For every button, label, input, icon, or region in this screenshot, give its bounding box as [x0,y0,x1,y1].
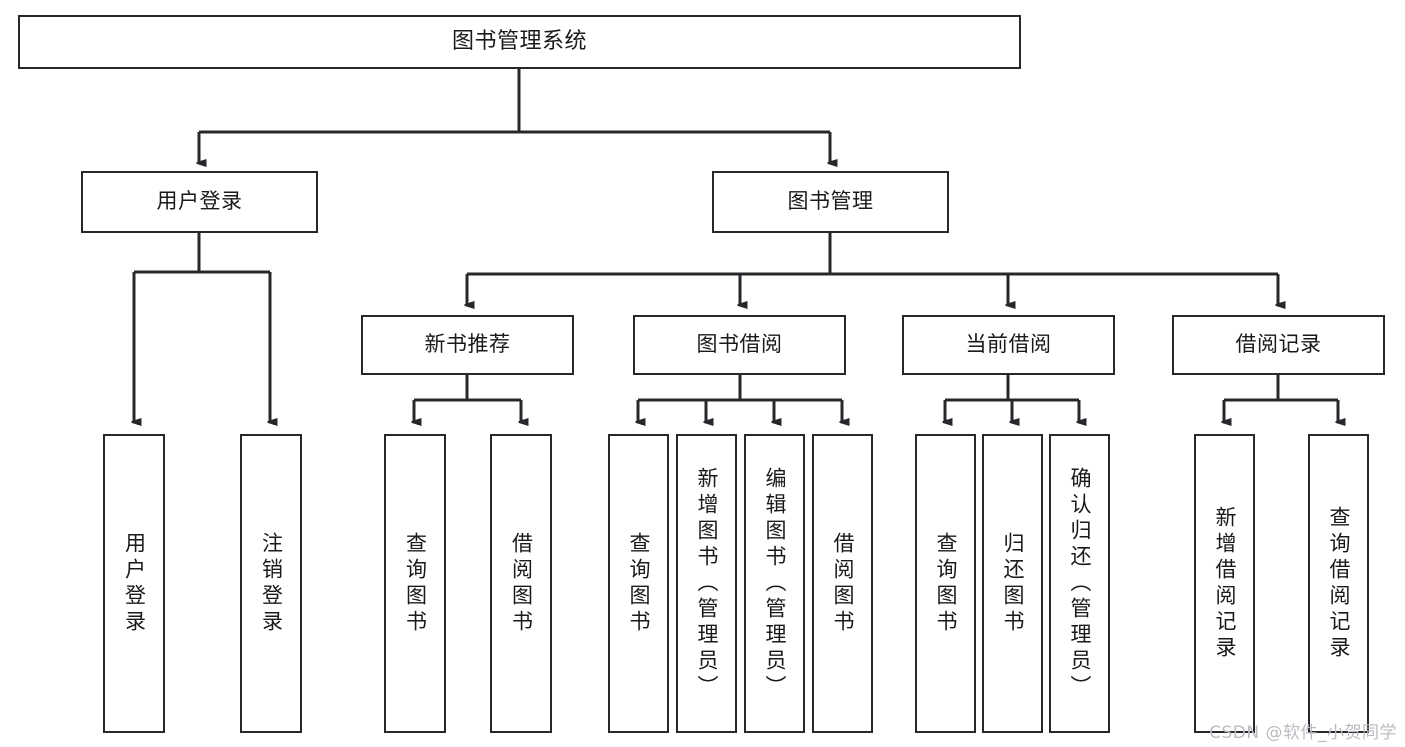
node-label: 查询借阅记录 [1327,505,1351,662]
node-label: 查询图书 [403,531,428,636]
node-label: 借阅记录 [1235,332,1322,357]
leaf-borrow-book-2[interactable]: 借阅图书 [812,434,873,733]
leaf-user-login[interactable]: 用户登录 [103,434,165,733]
leaf-confirm-return[interactable]: 确认归还（管理员） [1049,434,1110,733]
node-label: 注销登录 [259,531,284,636]
leaf-user-logout[interactable]: 注销登录 [240,434,302,733]
node-user-login[interactable]: 用户登录 [81,171,318,233]
node-label: 用户登录 [122,531,147,636]
node-borrow-record[interactable]: 借阅记录 [1172,315,1385,375]
leaf-query-book-1[interactable]: 查询图书 [384,434,446,733]
node-current-borrow[interactable]: 当前借阅 [902,315,1115,375]
node-label: 确认归还（管理员） [1068,466,1092,701]
node-label: 图书管理系统 [451,28,587,54]
leaf-add-record[interactable]: 新增借阅记录 [1194,434,1255,733]
node-label: 图书管理 [787,189,874,214]
node-label: 借阅图书 [509,531,534,636]
node-label: 用户登录 [156,189,243,214]
leaf-query-book-2[interactable]: 查询图书 [608,434,669,733]
leaf-borrow-book-1[interactable]: 借阅图书 [490,434,552,733]
node-label: 查询图书 [627,531,651,636]
node-root-system[interactable]: 图书管理系统 [18,15,1021,69]
leaf-query-record[interactable]: 查询借阅记录 [1308,434,1369,733]
node-label: 新增图书（管理员） [695,466,719,701]
leaf-add-book[interactable]: 新增图书（管理员） [676,434,737,733]
node-label: 查询图书 [934,531,958,636]
node-label: 借阅图书 [831,531,855,636]
node-label: 当前借阅 [965,332,1052,357]
leaf-return-book[interactable]: 归还图书 [982,434,1043,733]
node-book-borrow[interactable]: 图书借阅 [633,315,846,375]
csdn-watermark: CSDN @软件_小贺同学 [1209,723,1397,743]
node-label: 归还图书 [1001,531,1025,636]
leaf-query-book-3[interactable]: 查询图书 [915,434,976,733]
node-label: 新书推荐 [424,332,511,357]
node-label: 图书借阅 [696,332,783,357]
node-label: 编辑图书（管理员） [763,466,787,701]
node-book-manage[interactable]: 图书管理 [712,171,949,233]
node-label: 新增借阅记录 [1213,505,1237,662]
leaf-edit-book[interactable]: 编辑图书（管理员） [744,434,805,733]
node-new-book-recommend[interactable]: 新书推荐 [361,315,574,375]
